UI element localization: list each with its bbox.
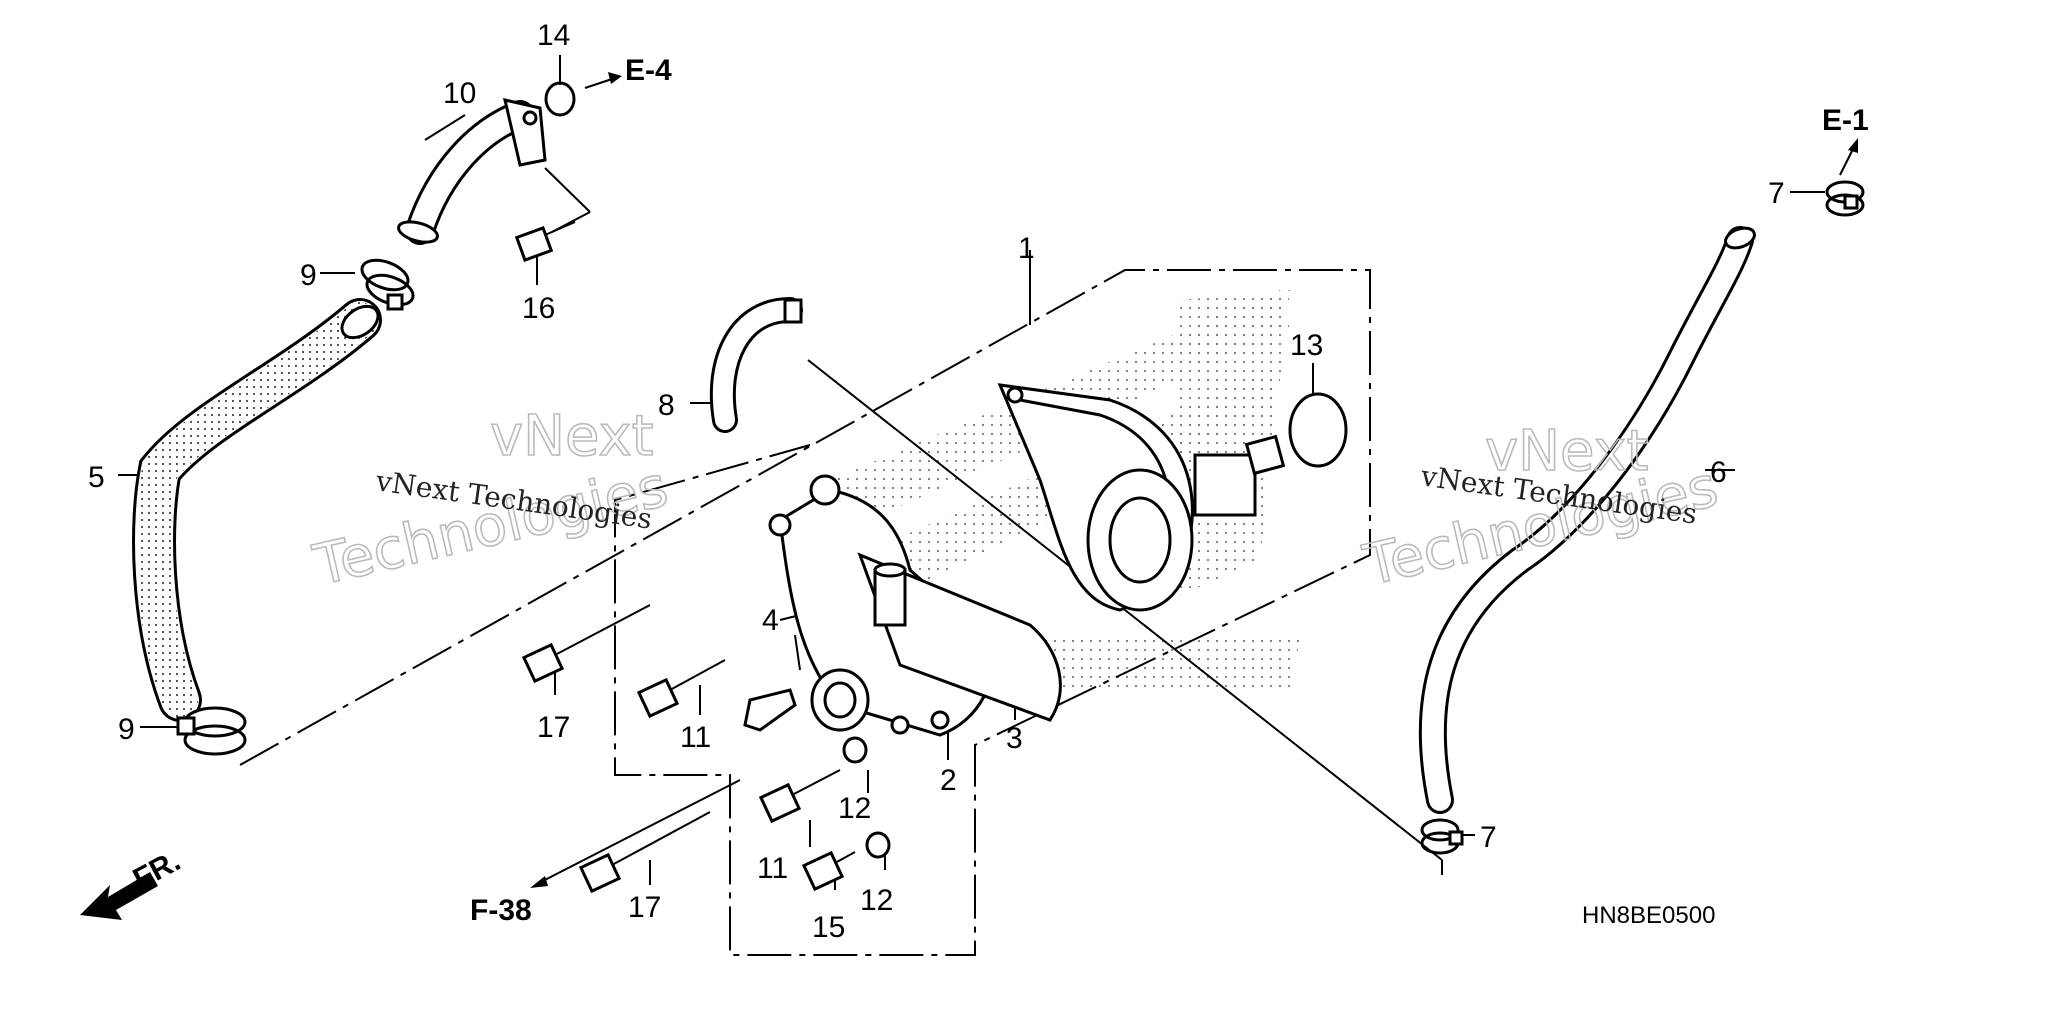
label-9-bottom: 9 — [118, 713, 135, 746]
clamp-7-top — [1825, 180, 1865, 217]
label-11-lower: 11 — [757, 852, 788, 885]
bolt-16 — [514, 221, 576, 262]
label-13: 13 — [1290, 329, 1323, 362]
label-11-upper: 11 — [680, 721, 711, 754]
label-10: 10 — [443, 77, 476, 110]
hose-6 — [1418, 226, 1756, 814]
clamp-9-top — [360, 258, 415, 311]
o-ring-14 — [544, 81, 576, 117]
label-6: 6 — [1710, 456, 1727, 489]
label-12-lower: 12 — [860, 884, 893, 917]
o-ring-13 — [1288, 392, 1348, 468]
clamp-7-bottom — [1420, 818, 1464, 855]
part-labels: 1 2 3 4 5 6 7 7 8 9 9 10 11 11 12 12 13 … — [88, 19, 1785, 944]
label-12-upper: 12 — [838, 792, 871, 825]
bolt-11-upper — [636, 659, 726, 719]
label-1: 1 — [1018, 232, 1035, 265]
thermostat-housing-2 — [768, 474, 1062, 737]
bracket-4 — [743, 688, 797, 732]
label-2: 2 — [940, 764, 957, 797]
label-3: 3 — [1006, 722, 1023, 755]
label-4: 4 — [762, 604, 779, 637]
reference-e1[interactable]: E-1 — [1822, 104, 1869, 137]
label-16: 16 — [522, 292, 555, 325]
bolt-11-lower — [758, 769, 841, 824]
bolt-17-lower — [578, 811, 711, 894]
bolt-17-upper — [521, 604, 651, 684]
label-7-top: 7 — [1768, 177, 1785, 210]
hose-5 — [132, 298, 382, 722]
reference-e4[interactable]: E-4 — [625, 54, 672, 87]
reference-f38[interactable]: F-38 — [470, 894, 532, 927]
clamp-9-bottom — [176, 706, 247, 756]
front-direction-arrow-icon — [80, 872, 158, 920]
diagram-code: HN8BE0500 — [1582, 902, 1715, 929]
water-pump-1 — [1086, 434, 1286, 612]
bolt-15 — [801, 850, 856, 892]
hose-8 — [709, 297, 803, 433]
label-17-lower: 17 — [628, 891, 661, 924]
washer-12-lower — [865, 831, 891, 859]
label-5: 5 — [88, 461, 105, 494]
washer-12-upper — [842, 736, 868, 764]
pipe-10 — [397, 98, 547, 245]
label-15: 15 — [812, 911, 845, 944]
label-9-top: 9 — [300, 259, 317, 292]
label-7-bottom: 7 — [1480, 821, 1497, 854]
assembly-outline — [239, 269, 1371, 956]
label-14: 14 — [537, 19, 570, 52]
watermark-line1: vNext — [490, 404, 654, 469]
label-8: 8 — [658, 389, 675, 422]
label-17-upper: 17 — [537, 711, 570, 744]
watermark-right-line1: vNext — [1485, 419, 1649, 484]
